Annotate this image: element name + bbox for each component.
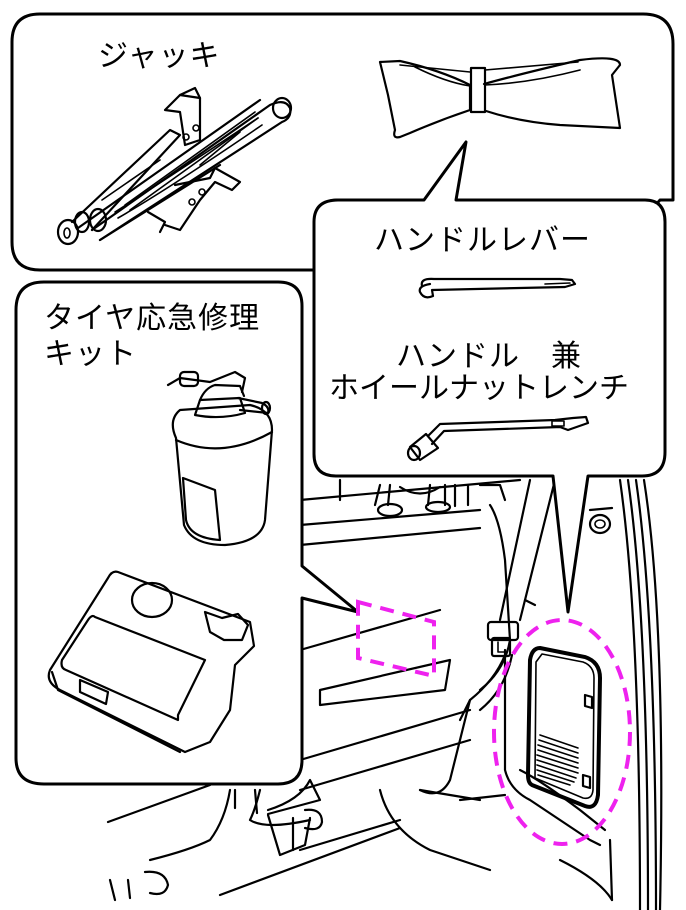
cargo-interior: [106, 478, 663, 910]
handle-lever-illustration: [418, 277, 577, 299]
label-repair-kit-line1: タイヤ応急修理: [44, 301, 261, 336]
spare-tool-hatch-cover: [525, 645, 603, 809]
callout-repair-kit: [14, 280, 360, 786]
label-jack: ジャッキ: [98, 39, 221, 74]
sealant-bottle-illustration: [166, 370, 274, 547]
label-handle-lever: ハンドルレバー: [374, 223, 591, 258]
label-handle-wrench-line1: ハンドル 兼: [396, 339, 582, 374]
label-repair-kit-line2: キット: [44, 337, 137, 372]
jack-illustration: [56, 86, 293, 246]
tool-bag-illustration: [378, 57, 622, 139]
tool-hatch-location-highlight: [492, 618, 632, 846]
air-compressor-illustration: [47, 570, 256, 754]
callout-handle-tools: [312, 140, 667, 614]
wheel-nut-wrench-illustration: [406, 415, 590, 462]
label-handle-wrench-line2: ホイールナットレンチ: [329, 371, 629, 406]
repair-kit-location-highlight: [356, 599, 436, 679]
hatch-grille: [536, 734, 579, 786]
